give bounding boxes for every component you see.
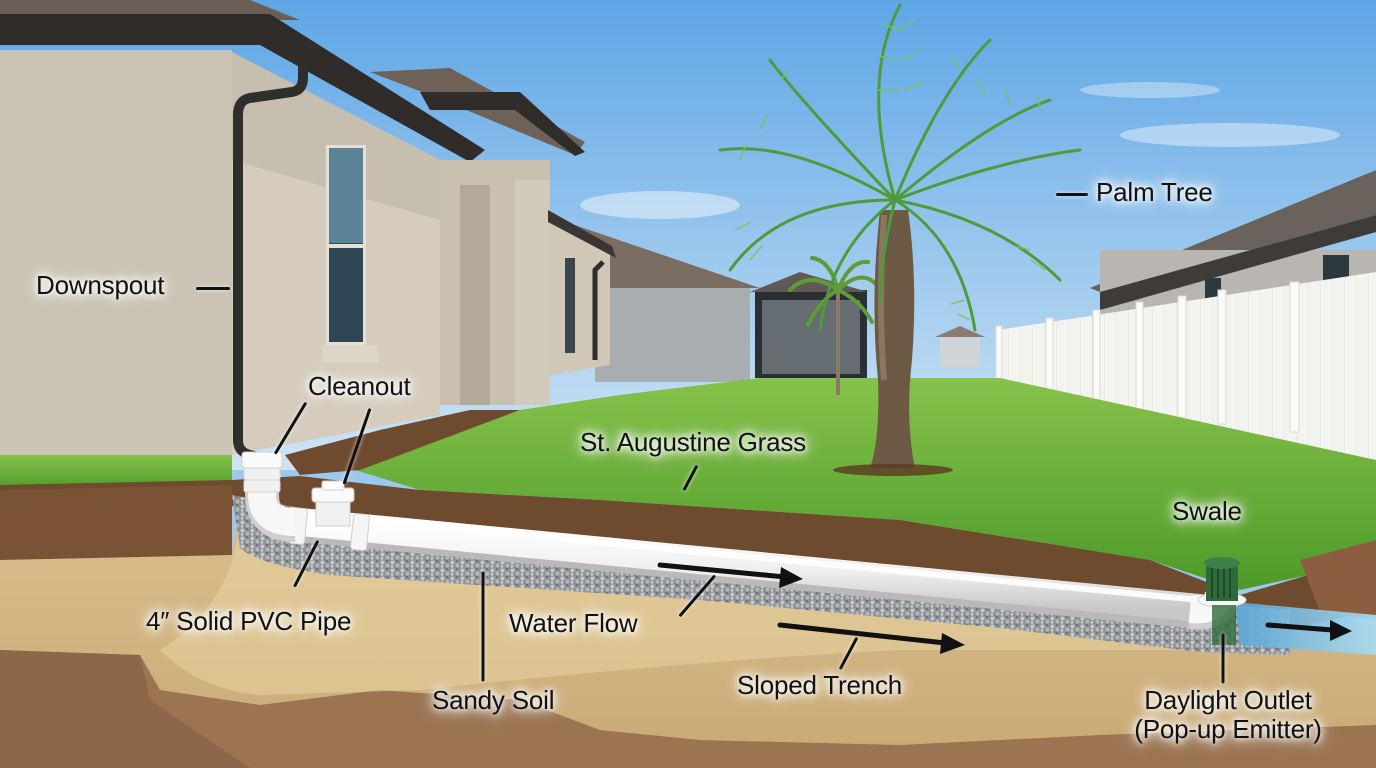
label-daylight-outlet-line1: Daylight Outlet — [1144, 685, 1312, 715]
downspout-leader-line — [196, 287, 230, 290]
label-daylight-outlet: Daylight Outlet (Pop-up Emitter) — [1108, 686, 1348, 743]
label-sloped-trench: Sloped Trench — [737, 670, 903, 700]
label-swale: Swale — [1172, 496, 1242, 526]
label-water-flow: Water Flow — [509, 608, 638, 638]
label-downspout: Downspout — [36, 270, 165, 300]
label-pvc-pipe: 4″ Solid PVC Pipe — [146, 606, 352, 636]
sloped-trench-arrow — [777, 622, 965, 654]
sandy-soil-leader-line — [481, 571, 485, 682]
palm-tree-leader-line — [1056, 193, 1088, 196]
label-daylight-outlet-line2: (Pop-up Emitter) — [1134, 713, 1322, 744]
label-st-augustine-grass: St. Augustine Grass — [580, 427, 806, 457]
label-cleanout: Cleanout — [308, 371, 411, 401]
outlet-leader-line — [1221, 633, 1225, 684]
label-palm-tree: Palm Tree — [1096, 177, 1213, 207]
label-sandy-soil: Sandy Soil — [432, 685, 555, 715]
outlet-flow-arrow — [1265, 620, 1352, 641]
water-flow-arrow — [657, 562, 803, 588]
